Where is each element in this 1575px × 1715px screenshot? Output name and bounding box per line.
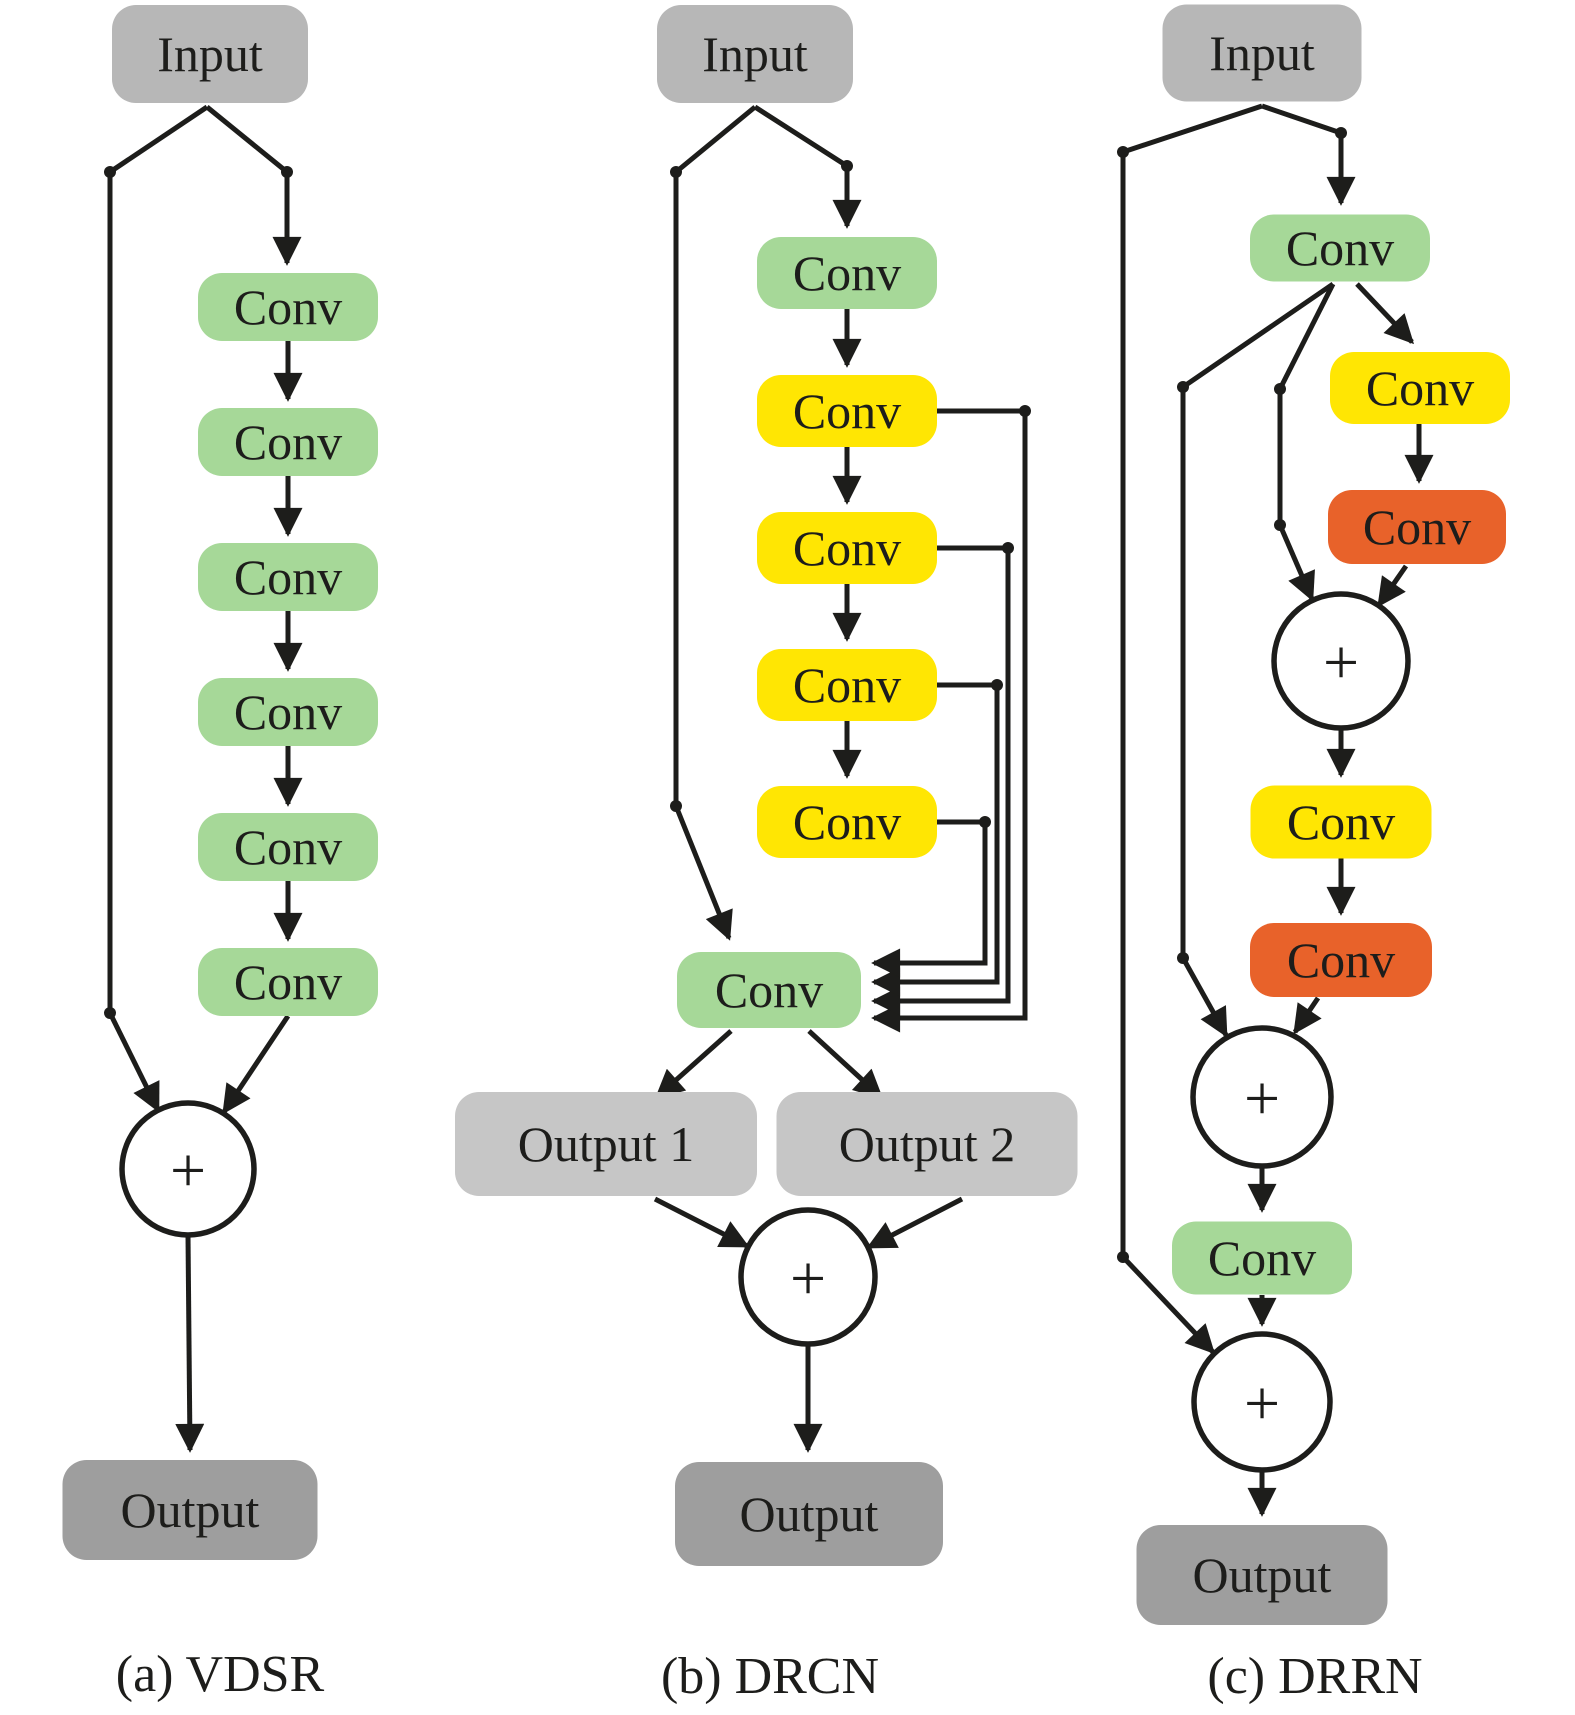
node-conv-b2 (757, 375, 937, 447)
node-label-conv-a4: Conv (234, 684, 342, 740)
node-conv-c5 (1250, 923, 1432, 997)
node-conv-b4 (757, 649, 937, 721)
node-label-conv-b4: Conv (793, 657, 901, 713)
plus-sign-sum-c1: + (1323, 626, 1359, 697)
node-label-conv-c1: Conv (1286, 220, 1394, 276)
node-label-conv-b2: Conv (793, 383, 901, 439)
node-conv-c2 (1330, 352, 1510, 424)
node-label-conv-a3: Conv (234, 549, 342, 605)
connector-arrow (107, 1011, 161, 1113)
connector-line (1181, 281, 1335, 390)
node-label-conv-c2: Conv (1366, 360, 1474, 416)
diagram-column-3: InputConvConvConv+ConvConv+Conv+Output(c… (1117, 4, 1510, 1705)
connector-line (674, 105, 757, 174)
node-label-conv-c4: Conv (1287, 794, 1395, 850)
connector-arrow (807, 1029, 884, 1099)
caption-column-3: (c) DRRN (1207, 1648, 1422, 1705)
node-sum-b (738, 1207, 878, 1347)
node-output2-b (776, 1092, 1078, 1196)
node-conv-a1 (198, 273, 378, 341)
node-label-conv-a6: Conv (234, 954, 342, 1010)
connector-arrow (871, 411, 1028, 1033)
plus-sign-sum-b: + (790, 1242, 826, 1313)
node-output-b (675, 1462, 943, 1566)
node-label-input-a: Input (157, 26, 263, 82)
node-conv-a4 (198, 678, 378, 746)
connector-arrow (1180, 956, 1229, 1038)
connector-arrow (175, 1234, 205, 1453)
node-conv-a2 (198, 408, 378, 476)
node-conv-b6 (677, 952, 861, 1028)
connector-line (108, 104, 209, 175)
node-input-c (1162, 4, 1362, 102)
connector-line (1122, 103, 1263, 155)
node-label-input-c: Input (1209, 25, 1315, 81)
node-label-conv-a2: Conv (234, 414, 342, 470)
node-label-conv-b5: Conv (793, 794, 901, 850)
node-output-c (1136, 1525, 1388, 1625)
connector-arrow (653, 1196, 750, 1249)
node-conv-b5 (757, 786, 937, 858)
node-label-conv-c6: Conv (1208, 1230, 1316, 1286)
node-conv-c3 (1328, 490, 1506, 564)
connector-line (205, 105, 289, 174)
node-conv-c1 (1250, 214, 1430, 282)
connector-arrow (1277, 524, 1315, 602)
node-label-conv-c5: Conv (1287, 932, 1395, 988)
connector-arrow (1376, 564, 1409, 608)
connector-arrow (866, 1196, 964, 1250)
node-sum-c3 (1191, 1331, 1333, 1473)
connector-line (753, 104, 849, 169)
node-label-output-a: Output (121, 1482, 260, 1538)
node-conv-b1 (757, 237, 937, 309)
node-input-b (657, 5, 853, 103)
node-conv-c6 (1172, 1221, 1352, 1295)
node-label-conv-b1: Conv (793, 245, 901, 301)
node-conv-c4 (1250, 785, 1432, 859)
node-sum-c1 (1271, 591, 1411, 731)
connector-arrow (221, 1014, 291, 1115)
connector-line (1261, 103, 1342, 136)
node-label-conv-b3: Conv (793, 520, 901, 576)
node-conv-a5 (198, 813, 378, 881)
node-label-output2-b: Output 2 (839, 1116, 1015, 1172)
node-conv-b3 (757, 512, 937, 584)
node-input-a (112, 5, 308, 103)
node-output-a (62, 1460, 318, 1560)
caption-column-1: (a) VDSR (116, 1646, 325, 1703)
node-label-conv-a5: Conv (234, 819, 342, 875)
connector-arrow (1355, 282, 1414, 345)
node-label-conv-c3: Conv (1363, 499, 1471, 555)
diagram-column-1: InputConvConvConvConvConvConv+Output(a) … (62, 5, 378, 1703)
node-output1-b (455, 1092, 757, 1196)
plus-sign-sum-c2: + (1244, 1062, 1280, 1133)
connector-arrow (871, 685, 1000, 997)
node-label-conv-b6: Conv (715, 962, 823, 1018)
connector-arrow (1292, 996, 1322, 1035)
node-sum-a (119, 1100, 257, 1238)
node-sum-c2 (1190, 1025, 1334, 1169)
node-label-output1-b: Output 1 (518, 1116, 694, 1172)
connector-line (1277, 282, 1336, 391)
connector-arrow (654, 1029, 733, 1099)
node-label-conv-a1: Conv (234, 279, 342, 335)
node-label-output-b: Output (740, 1486, 879, 1542)
connector-arrow (871, 822, 988, 978)
caption-column-2: (b) DRCN (661, 1648, 879, 1705)
node-label-output-c: Output (1193, 1547, 1332, 1603)
node-conv-a6 (198, 948, 378, 1016)
plus-sign-sum-a: + (170, 1134, 206, 1205)
node-label-input-b: Input (702, 26, 808, 82)
plus-sign-sum-c3: + (1244, 1367, 1280, 1438)
connector-arrow (871, 548, 1011, 1016)
node-conv-a3 (198, 543, 378, 611)
connector-arrow (673, 805, 733, 941)
connector-arrow (1121, 1255, 1215, 1355)
